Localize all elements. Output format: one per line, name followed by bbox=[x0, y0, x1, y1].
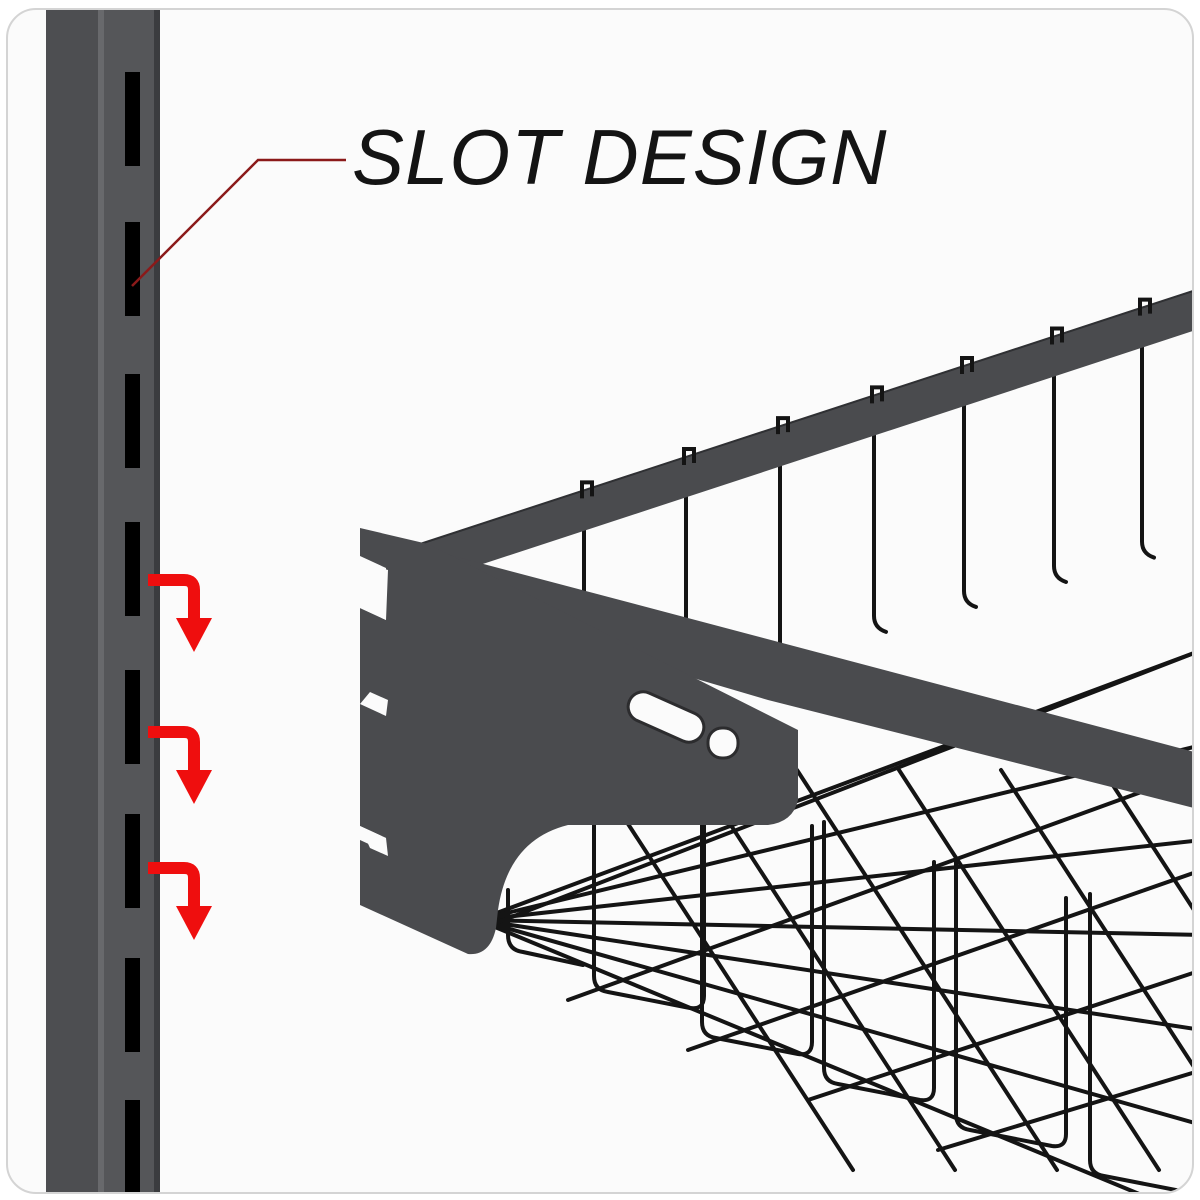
upright-slot bbox=[125, 1100, 140, 1192]
floor-wire bbox=[476, 918, 1192, 937]
insert-arrow-icon bbox=[148, 574, 200, 620]
front-wire bbox=[700, 784, 814, 1057]
floor-wire bbox=[476, 918, 1140, 1192]
bracket-oval-hole bbox=[706, 726, 740, 760]
floor-wire bbox=[936, 1070, 1192, 1152]
rail-hook bbox=[870, 385, 884, 404]
upright-slot bbox=[125, 374, 140, 468]
image-frame: SLOT DESIGN bbox=[6, 8, 1194, 1194]
callout-label: SLOT DESIGN bbox=[352, 113, 888, 201]
floor-wire bbox=[795, 768, 1059, 1172]
upright-slot bbox=[125, 670, 140, 764]
insert-arrow-icon bbox=[148, 862, 200, 908]
upright-left-face bbox=[46, 10, 98, 1192]
bracket-hook-notch bbox=[360, 692, 388, 716]
back-wire bbox=[872, 399, 888, 634]
basket-side-rail bbox=[408, 544, 1192, 808]
floor-wire bbox=[591, 768, 855, 1172]
bracket-plate bbox=[360, 528, 798, 955]
basket-top-rail bbox=[420, 291, 1192, 582]
slotted-upright bbox=[46, 10, 160, 1192]
upright-slots bbox=[125, 72, 140, 1192]
upright-right-edge bbox=[154, 10, 160, 1192]
basket-floor-wires bbox=[476, 651, 1192, 1192]
bracket-hook-notch bbox=[360, 826, 388, 856]
front-wire bbox=[1088, 892, 1192, 1192]
bracket-oval-slot bbox=[626, 690, 706, 744]
back-wire bbox=[1140, 311, 1156, 560]
back-wire bbox=[778, 430, 794, 660]
upright-slot bbox=[125, 72, 140, 166]
rail-hook bbox=[776, 416, 790, 435]
basket-rail-hooks bbox=[580, 297, 1152, 499]
floor-wire bbox=[476, 918, 1192, 1031]
rail-hook bbox=[682, 446, 696, 465]
basket-front-wires bbox=[506, 748, 1192, 1192]
front-wire bbox=[954, 856, 1068, 1149]
floor-wire bbox=[566, 771, 1192, 1002]
floor-wire bbox=[999, 768, 1192, 1068]
rail-hook bbox=[1138, 297, 1152, 316]
floor-wire bbox=[476, 651, 1192, 932]
insert-arrow-icon bbox=[148, 726, 200, 772]
upright-slot bbox=[125, 958, 140, 1052]
insert-arrow-icon bbox=[176, 770, 212, 804]
insertion-arrows bbox=[148, 574, 212, 940]
upright-highlight bbox=[98, 10, 104, 1192]
floor-wire bbox=[1101, 768, 1192, 911]
floor-wire bbox=[806, 971, 1192, 1102]
upright-slot bbox=[125, 522, 140, 616]
rail-hook bbox=[960, 355, 974, 374]
bracket-hook-notch bbox=[360, 566, 388, 620]
insert-arrow-icon bbox=[176, 618, 212, 652]
rail-hook bbox=[580, 480, 594, 499]
back-wire bbox=[962, 369, 978, 609]
front-wire bbox=[506, 888, 585, 967]
back-wire bbox=[1052, 340, 1068, 584]
floor-wire bbox=[897, 768, 1161, 1172]
front-wire bbox=[822, 820, 936, 1103]
basket-top-rail-edge bbox=[419, 290, 1192, 545]
upright-slot bbox=[125, 814, 140, 908]
insert-arrow-icon bbox=[176, 906, 212, 940]
floor-wire bbox=[476, 839, 1192, 922]
product-illustration bbox=[46, 10, 1192, 1192]
rail-hook bbox=[1050, 326, 1064, 345]
floor-wire bbox=[476, 918, 1192, 1125]
upright-slot bbox=[125, 222, 140, 316]
callout-leader-line bbox=[131, 158, 346, 287]
floor-wire bbox=[686, 871, 1192, 1052]
